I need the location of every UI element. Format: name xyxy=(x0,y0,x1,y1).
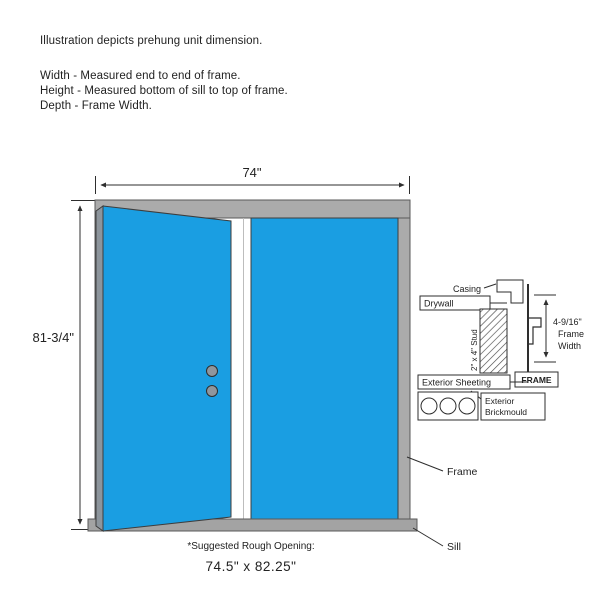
sill-callout-line xyxy=(412,527,444,547)
rough-opening-size: 74.5" x 82.25" xyxy=(205,559,297,574)
width-dimension xyxy=(95,176,410,194)
height-dim-label: 81-3/4" xyxy=(33,330,75,345)
left-door-panel xyxy=(102,205,232,532)
frame-box-label: FRAME xyxy=(521,375,552,385)
brickmould-bead-1 xyxy=(420,397,438,415)
frame-box xyxy=(514,371,559,388)
rough-opening-block: *Suggested Rough Opening: 74.5" x 82.25" xyxy=(101,541,401,574)
stud-section xyxy=(479,308,508,374)
left-door-edge xyxy=(95,205,104,532)
drywall-label: Drywall xyxy=(424,299,454,309)
casing-leader-line xyxy=(483,283,497,289)
intro-line-3: Height - Measured bottom of sill to top … xyxy=(40,85,288,97)
frame-callout-line xyxy=(406,456,444,472)
frame-width-value: 4-9/16" xyxy=(553,317,582,327)
brickmould-label-line-1: Exterior xyxy=(485,396,514,406)
door-knob-bottom xyxy=(206,385,218,397)
wall-cross-section: Casing Drywall 2" x 4" Stud FRAME Exteri… xyxy=(417,279,584,421)
right-door-panel xyxy=(250,217,399,520)
brickmould-bead-3 xyxy=(458,397,476,415)
width-dim-label: 74" xyxy=(242,165,261,180)
brickmould-label-box xyxy=(480,392,546,421)
height-dimension xyxy=(71,200,95,530)
frame-width-word-2: Width xyxy=(558,341,581,351)
stud-label: 2" x 4" Stud xyxy=(470,329,479,371)
exterior-sheeting-label: Exterior Sheeting xyxy=(422,378,491,388)
intro-line-4: Depth - Frame Width. xyxy=(40,100,152,112)
brickmould-bead-2 xyxy=(439,397,457,415)
frame-width-dimension xyxy=(534,294,556,363)
intro-text-block: Illustration depicts prehung unit dimens… xyxy=(40,34,288,114)
sill-callout-label: Sill xyxy=(447,541,461,553)
frame-callout-label: Frame xyxy=(447,466,477,478)
frame-right-jamb xyxy=(397,199,411,531)
rough-opening-caption: *Suggested Rough Opening: xyxy=(187,541,315,552)
frame-stop-profile xyxy=(528,317,542,345)
frame-width-word-1: Frame xyxy=(558,329,584,339)
casing-profile xyxy=(496,279,524,304)
door-knob-top xyxy=(206,365,218,377)
intro-line-2: Width - Measured end to end of frame. xyxy=(40,70,241,82)
intro-line-1: Illustration depicts prehung unit dimens… xyxy=(40,35,263,47)
casing-label: Casing xyxy=(453,284,481,294)
brickmould-label-line-2: Brickmould xyxy=(485,407,527,417)
